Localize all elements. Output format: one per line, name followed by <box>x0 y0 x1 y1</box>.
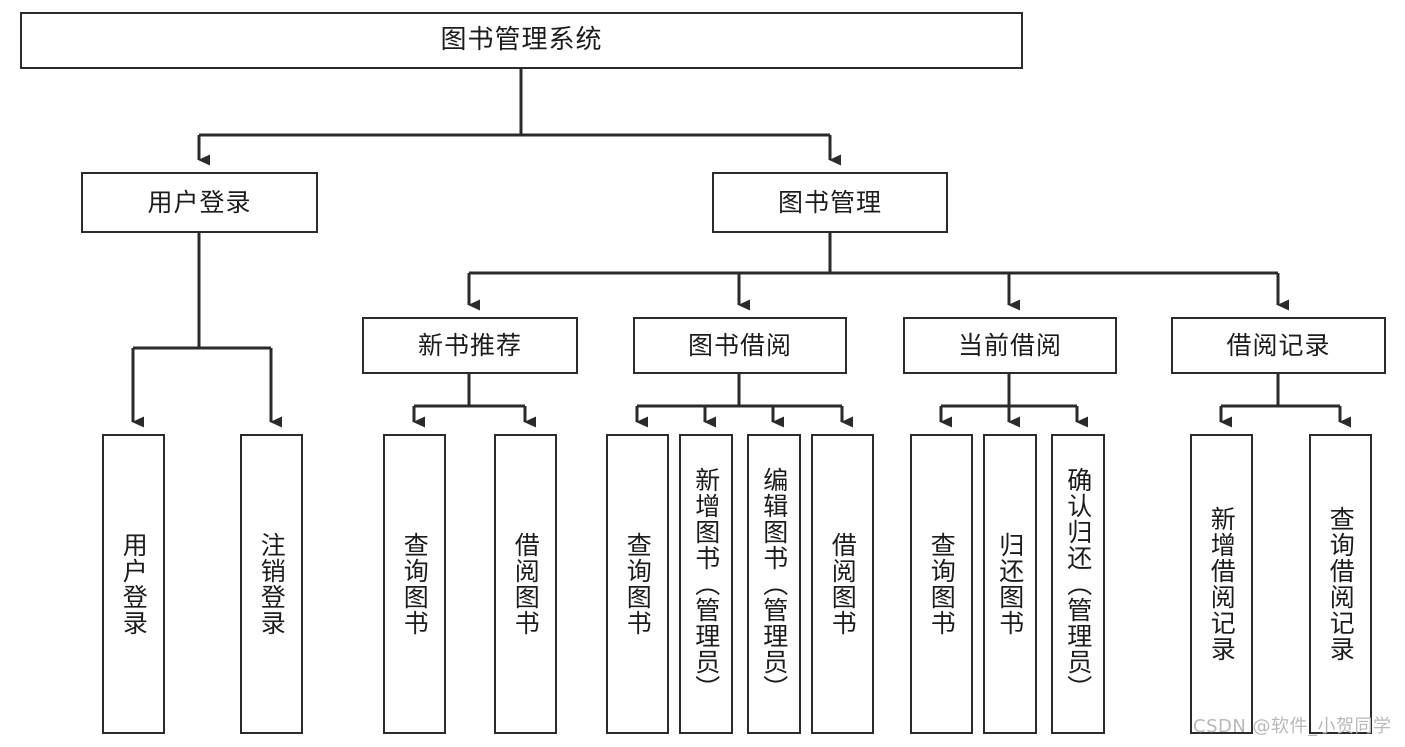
leaf-user-login-logout[interactable]: 注销登录 <box>240 434 303 734</box>
node-label: 查询图书 <box>927 532 957 636</box>
node-label: 用户登录 <box>147 187 252 217</box>
node-label: 新增图书（管理员） <box>691 467 721 701</box>
csdn-watermark: CSDN @软件_小贺同学 <box>1193 716 1392 737</box>
node-label: 注销登录 <box>257 532 287 636</box>
node-label: 查询图书 <box>623 532 653 636</box>
node-label: 借阅图书 <box>511 532 541 636</box>
leaf-user-login-login[interactable]: 用户登录 <box>102 434 165 734</box>
node-label: 图书借阅 <box>687 330 792 360</box>
node-label: 查询图书 <box>400 532 430 636</box>
node-root-system[interactable]: 图书管理系统 <box>20 12 1023 69</box>
leaf-borrow-query-book[interactable]: 查询图书 <box>606 434 669 734</box>
node-label: 图书管理系统 <box>440 25 603 56</box>
leaf-borrow-add-book-admin[interactable]: 新增图书（管理员） <box>679 434 733 734</box>
leaf-recommend-borrow-book[interactable]: 借阅图书 <box>494 434 557 734</box>
leaf-borrow-edit-book-admin[interactable]: 编辑图书（管理员） <box>747 434 801 734</box>
node-label: 归还图书 <box>995 532 1025 636</box>
leaf-record-query-record[interactable]: 查询借阅记录 <box>1309 434 1372 734</box>
leaf-borrow-borrow-book[interactable]: 借阅图书 <box>811 434 874 734</box>
leaf-current-return-book[interactable]: 归还图书 <box>983 434 1037 734</box>
leaf-record-add-record[interactable]: 新增借阅记录 <box>1190 434 1253 734</box>
node-label: 确认归还（管理员） <box>1063 467 1093 701</box>
leaf-current-confirm-return-admin[interactable]: 确认归还（管理员） <box>1051 434 1105 734</box>
node-user-login[interactable]: 用户登录 <box>81 172 318 233</box>
node-label: 用户登录 <box>119 532 149 636</box>
node-label: 图书管理 <box>777 187 882 217</box>
node-label: 编辑图书（管理员） <box>759 467 789 701</box>
node-label: 新增借阅记录 <box>1207 506 1237 662</box>
node-current-borrow[interactable]: 当前借阅 <box>903 317 1117 374</box>
leaf-current-query-book[interactable]: 查询图书 <box>910 434 973 734</box>
node-book-management[interactable]: 图书管理 <box>712 172 948 233</box>
node-borrow-record[interactable]: 借阅记录 <box>1171 317 1386 374</box>
node-label: 借阅图书 <box>828 532 858 636</box>
node-label: 新书推荐 <box>417 330 522 360</box>
leaf-recommend-query-book[interactable]: 查询图书 <box>383 434 446 734</box>
node-book-borrow[interactable]: 图书借阅 <box>633 317 847 374</box>
node-label: 借阅记录 <box>1226 330 1331 360</box>
node-new-book-recommend[interactable]: 新书推荐 <box>362 317 578 374</box>
node-label: 当前借阅 <box>957 330 1062 360</box>
node-label: 查询借阅记录 <box>1326 506 1356 662</box>
